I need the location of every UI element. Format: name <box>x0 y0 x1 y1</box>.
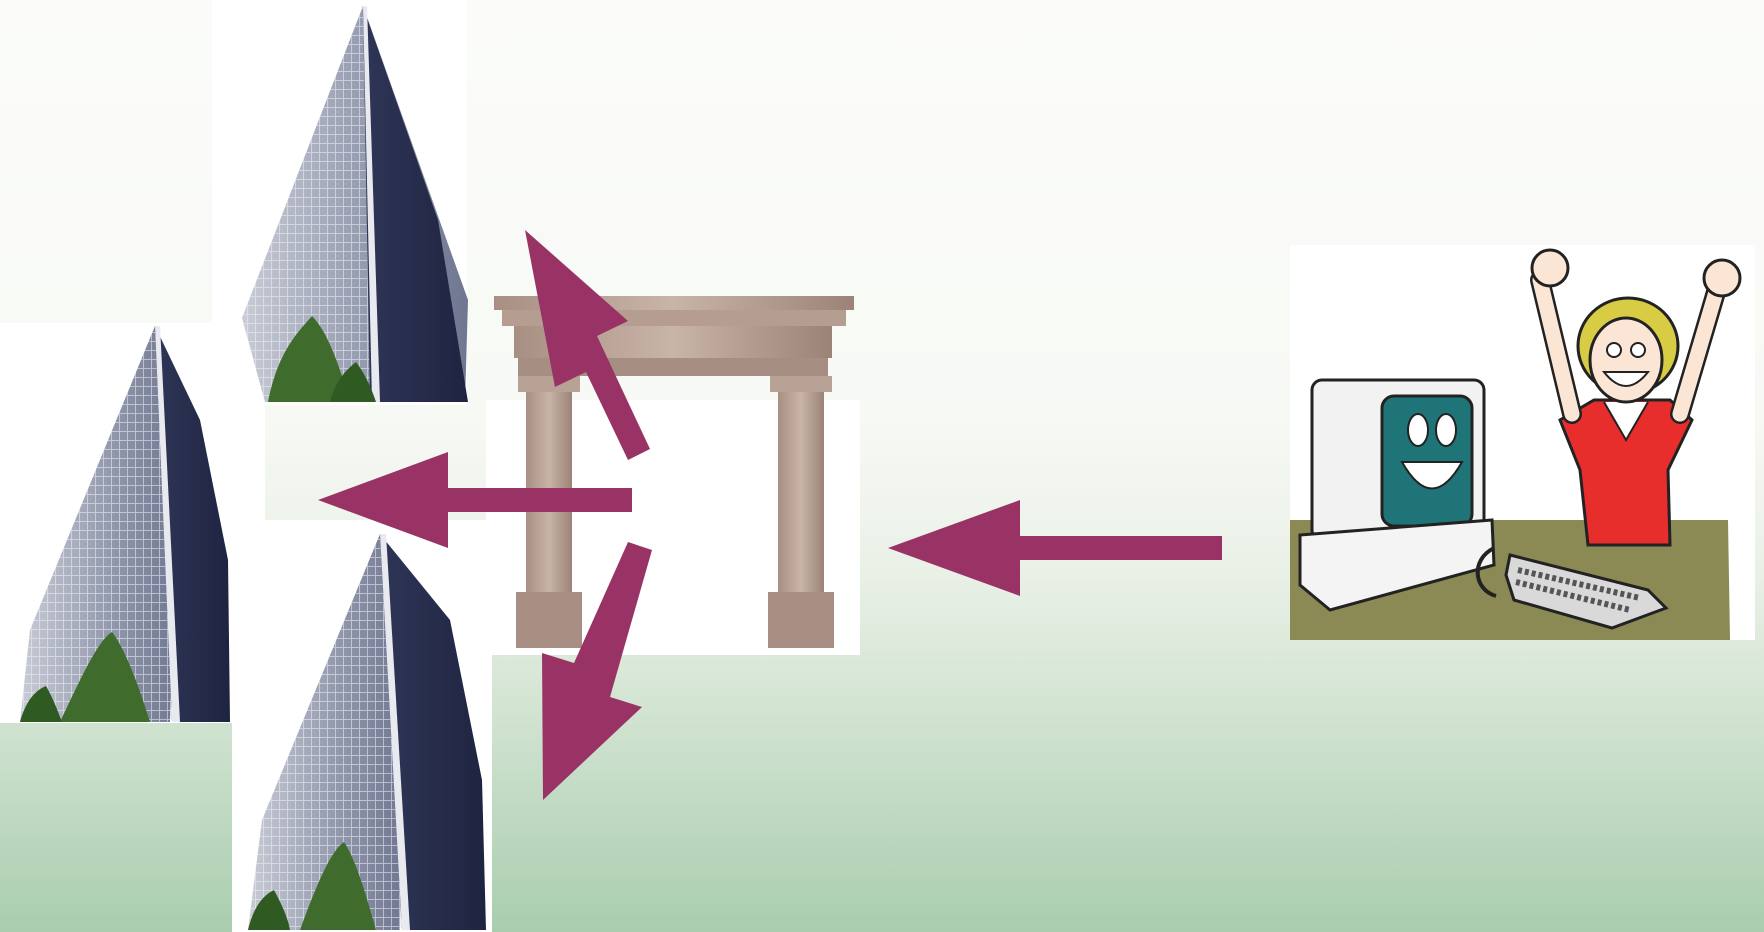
arrow-gateway-to-left-building <box>318 452 632 548</box>
arrow-user-to-gateway <box>888 500 1222 596</box>
building-icon <box>242 6 468 402</box>
building-icon <box>20 326 230 722</box>
happy-user-computer-icon <box>1290 250 1740 640</box>
building-icon <box>248 534 486 930</box>
